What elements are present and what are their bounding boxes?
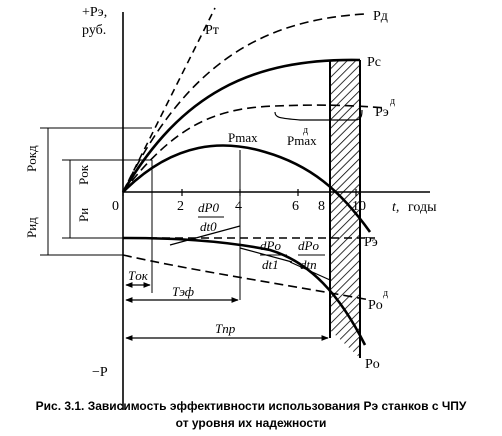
fraction-dn-den: dtn <box>300 257 317 272</box>
tick-label-8: 8 <box>318 199 325 214</box>
label-p-i: Pи <box>76 208 91 222</box>
label-p-ed: Pэ <box>375 105 389 120</box>
curve-p-t <box>122 7 216 193</box>
label-p-od: Pо <box>368 298 383 313</box>
tick-label-4: 4 <box>235 199 242 214</box>
fraction-d1-num: dPo <box>260 238 281 253</box>
label-p-e: Pэ <box>364 235 378 250</box>
label-p-od-sup: д <box>383 288 388 299</box>
fraction-dn: dPo dtn <box>298 238 325 272</box>
y-axis-label-top: +Pэ, <box>82 5 107 20</box>
y-axis-label-bottom: −P <box>92 365 108 380</box>
p-max-bracket-right <box>330 109 363 121</box>
curve-p-d <box>122 13 366 193</box>
label-p-d: Pд <box>373 9 388 24</box>
tick-label-2: 2 <box>177 199 184 214</box>
label-p-max-d: Pmax <box>287 133 317 148</box>
label-p-max: Pmax <box>228 130 258 145</box>
fraction-d1-den: dt1 <box>262 257 279 272</box>
label-p-ok-d: Pокд <box>24 145 39 172</box>
left-dimension-lines <box>47 128 71 255</box>
fraction-d0-num: dP0 <box>198 200 219 215</box>
y-axis-unit: руб. <box>82 23 106 38</box>
curve-p-od-lower <box>122 254 371 301</box>
label-p-i-d: Pид <box>24 217 39 238</box>
label-p-o: Pо <box>365 357 380 372</box>
hatched-region <box>330 60 360 358</box>
curve-p-c <box>121 58 361 193</box>
curve-p-max <box>122 144 372 233</box>
label-p-ed-sup: д <box>390 96 395 107</box>
fraction-d0: dP0 dt0 <box>198 200 224 234</box>
tick-label-10: 10 <box>352 199 366 214</box>
caption-line-2: от уровня их надежности <box>176 416 327 430</box>
p-max-bracket <box>274 111 330 121</box>
tangent-dn <box>289 261 331 281</box>
fraction-d0-den: dt0 <box>200 219 217 234</box>
fraction-d1: dPo dt1 <box>260 238 287 272</box>
tangent-d0 <box>169 225 241 246</box>
label-t-ok: Tок <box>128 268 149 283</box>
tick-label-6: 6 <box>292 199 299 214</box>
caption-line-1: Рис. 3.1. Зависимость эффективности испо… <box>36 399 467 413</box>
tick-label-0: 0 <box>112 199 119 214</box>
curve-p-ed <box>122 104 386 193</box>
label-t-ef: Tэф <box>172 284 194 299</box>
fraction-dn-num: dPo <box>298 238 319 253</box>
label-p-max-d-sup: д <box>303 125 308 136</box>
x-axis-unit: годы <box>408 200 437 215</box>
x-axis-var: t, <box>392 200 399 215</box>
curve-p-o-flat <box>122 236 367 346</box>
guide-lines <box>40 127 241 345</box>
label-p-c: Pс <box>367 55 381 70</box>
label-p-t: Pт <box>205 23 219 38</box>
label-t-pr: Tпр <box>215 321 236 336</box>
label-p-ok: Pок <box>76 164 91 185</box>
